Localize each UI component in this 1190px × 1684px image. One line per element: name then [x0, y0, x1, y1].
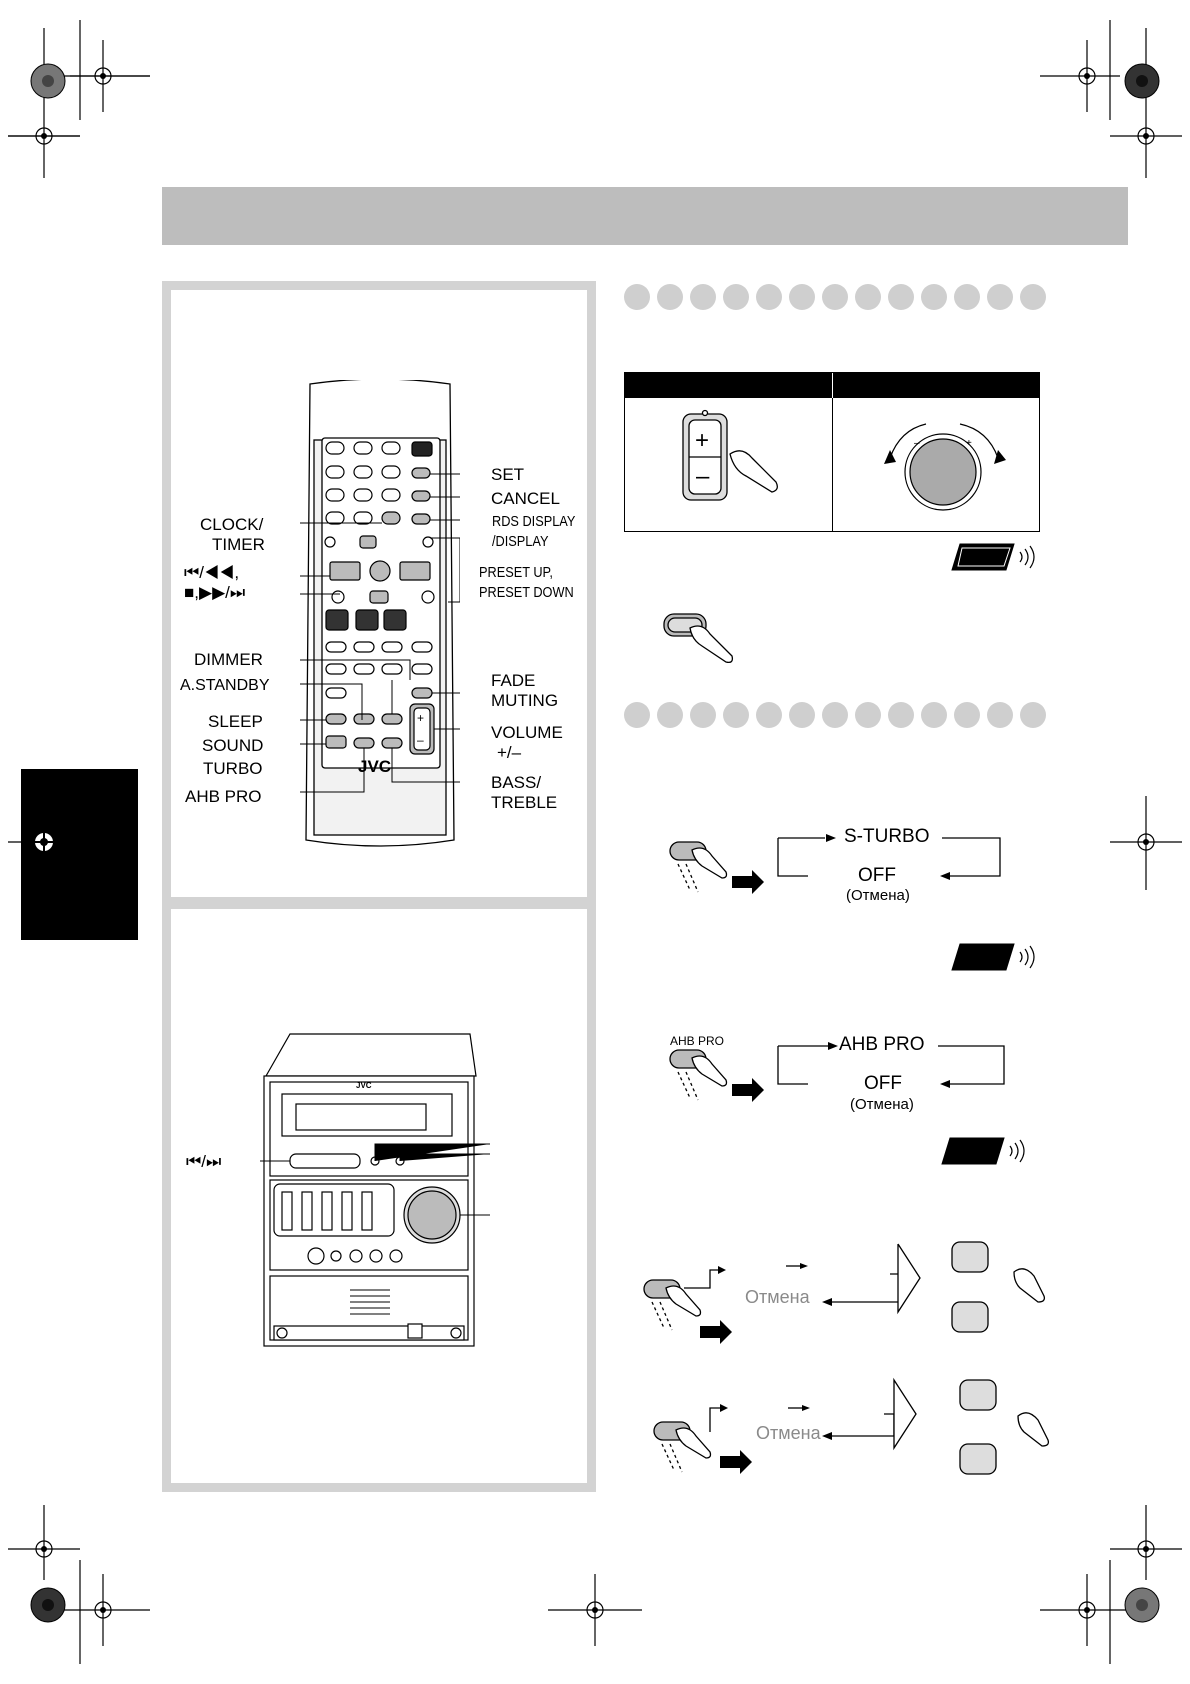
- display-indicator-icon-2: [951, 943, 1035, 971]
- remote-brand-logo: JVC: [358, 757, 391, 776]
- label-sleep: SLEEP: [208, 712, 263, 731]
- ahb-pro-button-label: AHB PRO: [670, 1034, 725, 1048]
- treble-cancel-label: Отмена: [756, 1423, 821, 1443]
- label-treble: TREBLE: [491, 793, 558, 812]
- s-turbo-off-ru-label: (Отмена): [846, 887, 910, 904]
- label-dimmer: DIMMER: [194, 650, 263, 669]
- label-timer: TIMER: [212, 535, 265, 554]
- ahb-pro-off-ru-label: (Отмена): [850, 1096, 914, 1113]
- section-dots-sound: [624, 702, 1046, 728]
- label-bass: BASS/: [491, 773, 542, 792]
- unit-brand-logo: JVC: [356, 1081, 372, 1090]
- table-divider: [832, 373, 833, 531]
- label-sound: SOUND: [202, 736, 264, 755]
- svg-text:+: +: [966, 438, 972, 449]
- s-turbo-off-label: OFF: [858, 865, 896, 886]
- label-skip-back: ⏮/◀◀,: [184, 563, 240, 582]
- target-icon: [31, 829, 57, 855]
- volume-knob-illustration[interactable]: – +: [880, 420, 1010, 520]
- svg-text:–: –: [417, 733, 424, 747]
- display-indicator-icon-3: [941, 1137, 1025, 1165]
- display-indicator-icon: [951, 543, 1035, 571]
- section-dots-volume: [624, 284, 1046, 310]
- svg-text:–: –: [914, 438, 920, 449]
- label-fade: FADE: [491, 671, 536, 690]
- label-volume-pm: +/–: [497, 743, 522, 762]
- svg-text:+: +: [417, 711, 424, 725]
- label-unit-skip: ⏮/⏭: [186, 1152, 222, 1171]
- plus-icon: +: [695, 427, 709, 454]
- label-ahb-pro: AHB PRO: [185, 787, 262, 806]
- ahb-pro-sequence-diagram: [669, 1042, 1005, 1102]
- label-turbo: TURBO: [203, 759, 263, 778]
- label-rds-display: RDS DISPLAY: [492, 513, 576, 530]
- label-cancel: CANCEL: [491, 489, 560, 508]
- bass-sequence-diagram: [643, 1241, 1046, 1344]
- label-display: /DISPLAY: [492, 533, 549, 550]
- press-button-illustration[interactable]: [660, 610, 740, 670]
- volume-control-table: [624, 372, 1040, 532]
- bass-cancel-label: Отмена: [745, 1287, 810, 1307]
- label-preset-down: PRESET DOWN: [479, 584, 574, 601]
- label-muting: MUTING: [491, 691, 559, 710]
- remote-control-drawing: + – JVC: [300, 380, 460, 847]
- label-set: SET: [491, 465, 525, 484]
- s-turbo-on-label: S-TURBO: [844, 826, 930, 847]
- remote-volume-key-illustration[interactable]: + –: [680, 408, 790, 504]
- ahb-pro-off-label: OFF: [864, 1073, 902, 1094]
- main-unit-drawing: JVC: [260, 1033, 490, 1347]
- label-volume: VOLUME: [491, 723, 563, 742]
- label-a-standby: A.STANDBY: [180, 677, 270, 694]
- label-preset-up: PRESET UP,: [479, 564, 553, 581]
- language-tab: [21, 769, 138, 940]
- minus-icon: –: [696, 463, 710, 490]
- section-header-bar: [162, 187, 1128, 245]
- treble-sequence-diagram: [653, 1377, 1050, 1475]
- ahb-pro-on-label: AHB PRO: [839, 1034, 925, 1055]
- label-stop-forward: ■,▶▶/⏭: [184, 583, 246, 602]
- label-clock: CLOCK/: [200, 515, 264, 534]
- s-turbo-sequence-diagram: [669, 834, 1001, 894]
